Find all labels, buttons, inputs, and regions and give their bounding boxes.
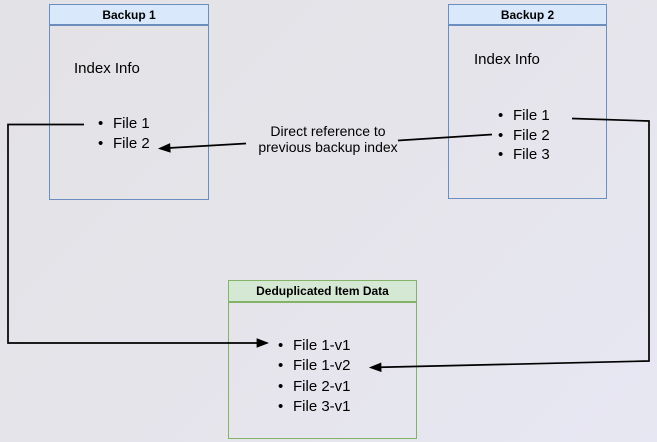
- list-item: File 1: [98, 114, 150, 134]
- list-item: File 1-v2: [278, 356, 351, 377]
- file-label: File 2-v1: [293, 377, 351, 395]
- dedup-box: Deduplicated Item Data File 1-v1 File 1-…: [228, 280, 417, 439]
- file-label: File 3-v1: [293, 397, 351, 415]
- reference-annotation-label: Direct reference to previous backup inde…: [258, 123, 398, 155]
- backup2-header: Backup 2: [449, 5, 606, 26]
- list-item: File 2: [98, 134, 150, 154]
- backup2-title: Backup 2: [500, 7, 555, 22]
- file-label: File 2: [113, 135, 150, 152]
- backup1-title: Backup 1: [102, 7, 156, 22]
- dedup-file-list: File 1-v1 File 1-v2 File 2-v1 File 3-v1: [278, 336, 351, 417]
- backup1-box: Backup 1 Index Info File 1 File 2: [49, 4, 209, 200]
- backup1-index-label: Index Info: [74, 60, 140, 77]
- backup2-file-list: File 1 File 2 File 3: [498, 106, 550, 165]
- list-item: File 3-v1: [278, 397, 351, 418]
- list-item: File 3: [498, 145, 550, 165]
- dedup-title: Deduplicated Item Data: [256, 283, 389, 298]
- dedup-header: Deduplicated Item Data: [229, 281, 416, 303]
- backup1-header: Backup 1: [50, 5, 208, 26]
- file-label: File 1-v2: [293, 357, 351, 375]
- file-label: File 1: [513, 107, 550, 124]
- backup2-index-label: Index Info: [474, 51, 540, 68]
- file-label: File 1-v1: [293, 337, 351, 354]
- file-label: File 1: [113, 115, 150, 132]
- list-item: File 2-v1: [278, 377, 351, 398]
- file-label: File 2: [513, 126, 550, 144]
- file-label: File 3: [513, 146, 550, 163]
- list-item: File 1-v1: [278, 336, 351, 357]
- backup2-box: Backup 2 Index Info File 1 File 2 File 3: [448, 4, 607, 199]
- list-item: File 1: [498, 106, 550, 126]
- list-item: File 2: [498, 126, 550, 146]
- backup1-file-list: File 1 File 2: [98, 114, 150, 154]
